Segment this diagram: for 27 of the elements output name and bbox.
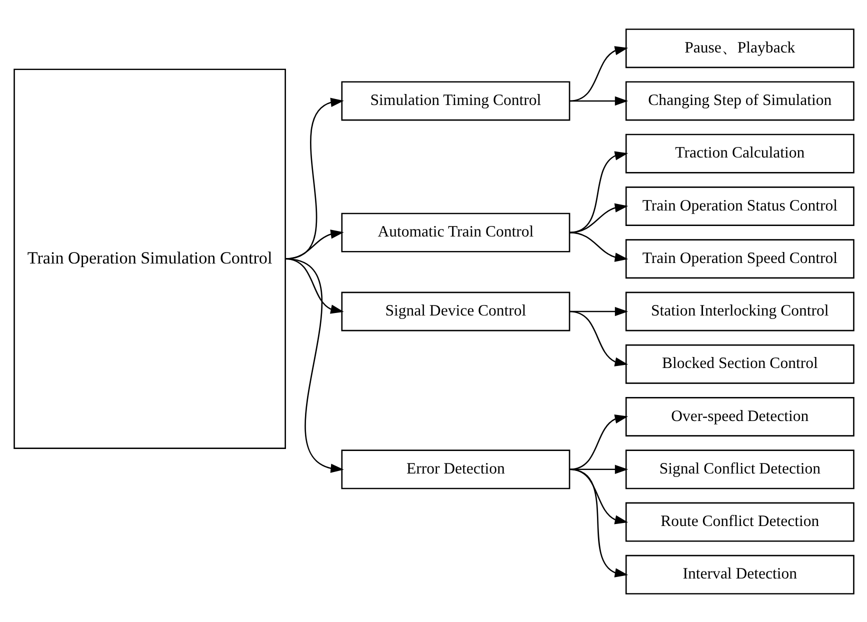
arrow	[284, 229, 344, 260]
node-box: Automatic Train Control	[340, 212, 570, 252]
arrow	[568, 468, 628, 577]
arrow	[568, 414, 628, 470]
arrow	[568, 310, 628, 366]
arrow	[568, 231, 628, 262]
node-box: Interval Detection	[624, 554, 854, 594]
node-box: Train Operation Simulation Control	[13, 68, 286, 448]
node-box: Traction Calculation	[624, 133, 854, 173]
node-box: Signal Device Control	[340, 291, 570, 331]
arrow	[569, 96, 628, 106]
arrow	[284, 258, 344, 472]
arrow	[284, 97, 344, 260]
node-box: Route Conflict Detection	[624, 502, 854, 542]
node-box: Error Detection	[340, 449, 570, 489]
arrow	[568, 46, 628, 102]
node-box: Pause、Playback	[624, 28, 854, 68]
node-box: Signal Conflict Detection	[624, 449, 854, 489]
node-box: Over-speed Detection	[624, 396, 854, 436]
node-box: Train Operation Speed Control	[624, 238, 854, 278]
node-box: Simulation Timing Control	[340, 80, 570, 120]
arrow	[569, 464, 628, 474]
node-box: Blocked Section Control	[624, 344, 854, 384]
node-box: Changing Step of Simulation	[624, 80, 854, 120]
arrow	[568, 468, 628, 524]
node-box: Station Interlocking Control	[624, 291, 854, 331]
node-box: Train Operation Status Control	[624, 186, 854, 226]
